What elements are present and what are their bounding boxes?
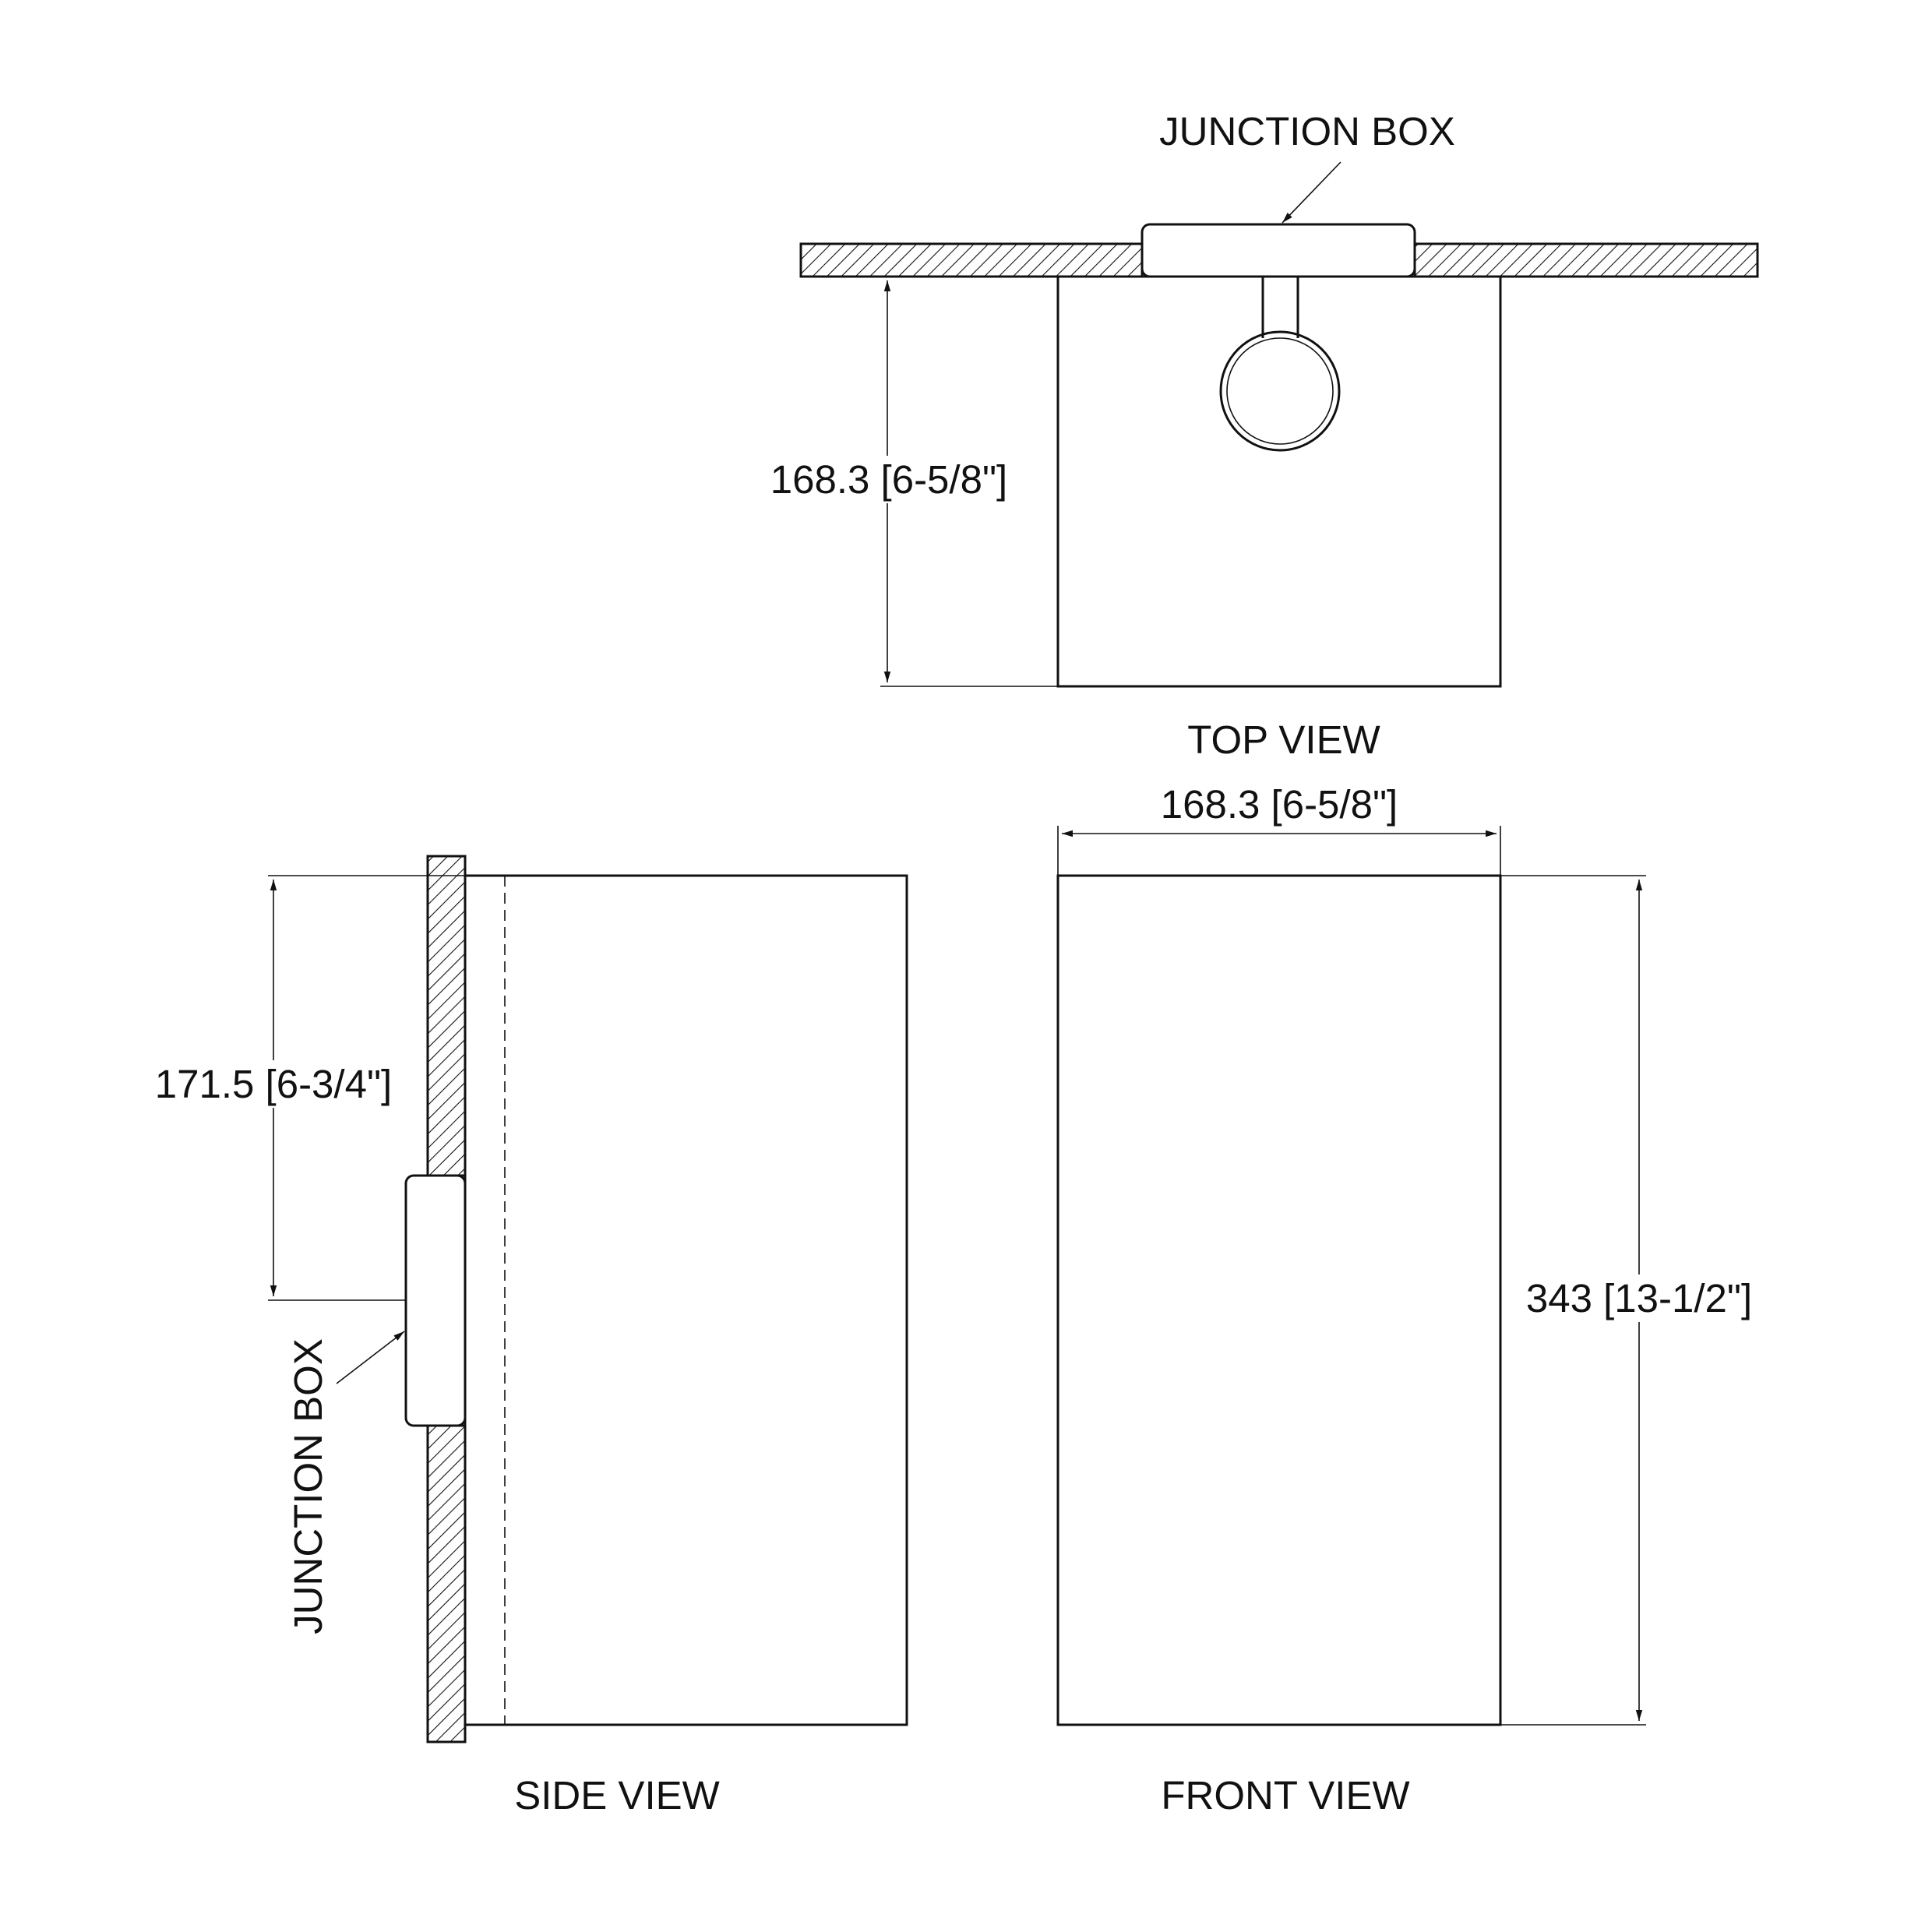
top-junction-leader xyxy=(1282,161,1341,224)
front-fixture-body xyxy=(1056,874,1502,1726)
top-wall-section-left xyxy=(799,242,1144,278)
label-mask xyxy=(1183,716,1385,763)
front-width-dimension: 168.3 [6-5/8"] xyxy=(1161,782,1398,827)
top-view: JUNCTION BOX 168.3 [6-5/8"] TOP VIEW xyxy=(765,108,1759,763)
front-height-dimension: 343 [13-1/2"] xyxy=(1526,1276,1752,1320)
side-view: 171.5 [6-3/4"] JUNCTION BOX SIDE VIEW xyxy=(150,855,908,1819)
front-view-title: FRONT VIEW xyxy=(1161,1773,1409,1817)
top-view-title: TOP VIEW xyxy=(1187,717,1380,762)
top-junction-box-label: JUNCTION BOX xyxy=(1159,109,1455,153)
label-mask xyxy=(509,1772,724,1819)
side-wall-section-lower xyxy=(426,1424,467,1743)
side-view-title: SIDE VIEW xyxy=(514,1773,720,1817)
side-junction-box xyxy=(404,1174,467,1427)
top-junction-box xyxy=(1141,223,1416,278)
side-junction-box-label: JUNCTION BOX xyxy=(286,1338,330,1634)
top-wall-section-right xyxy=(1413,242,1759,278)
top-fixture-body xyxy=(1056,275,1502,688)
label-mask xyxy=(284,1334,332,1639)
top-depth-dimension: 168.3 [6-5/8"] xyxy=(770,457,1007,502)
side-mount-height-dimension: 171.5 [6-3/4"] xyxy=(155,1062,392,1106)
top-lamp-ring-outer xyxy=(1219,330,1341,452)
label-mask xyxy=(765,456,1013,503)
side-junction-leader xyxy=(336,1331,405,1384)
side-wall-section-upper xyxy=(426,855,467,1177)
front-view: 168.3 [6-5/8"] 343 [13-1/2"] FRONT VIEW xyxy=(1056,781,1757,1819)
label-mask xyxy=(1155,781,1403,828)
label-mask xyxy=(150,1060,397,1108)
label-mask xyxy=(1521,1274,1757,1322)
label-mask xyxy=(1156,1772,1415,1819)
top-lamp-ring-inner xyxy=(1226,337,1334,445)
label-mask xyxy=(1155,108,1460,155)
side-fixture-body xyxy=(464,874,908,1726)
